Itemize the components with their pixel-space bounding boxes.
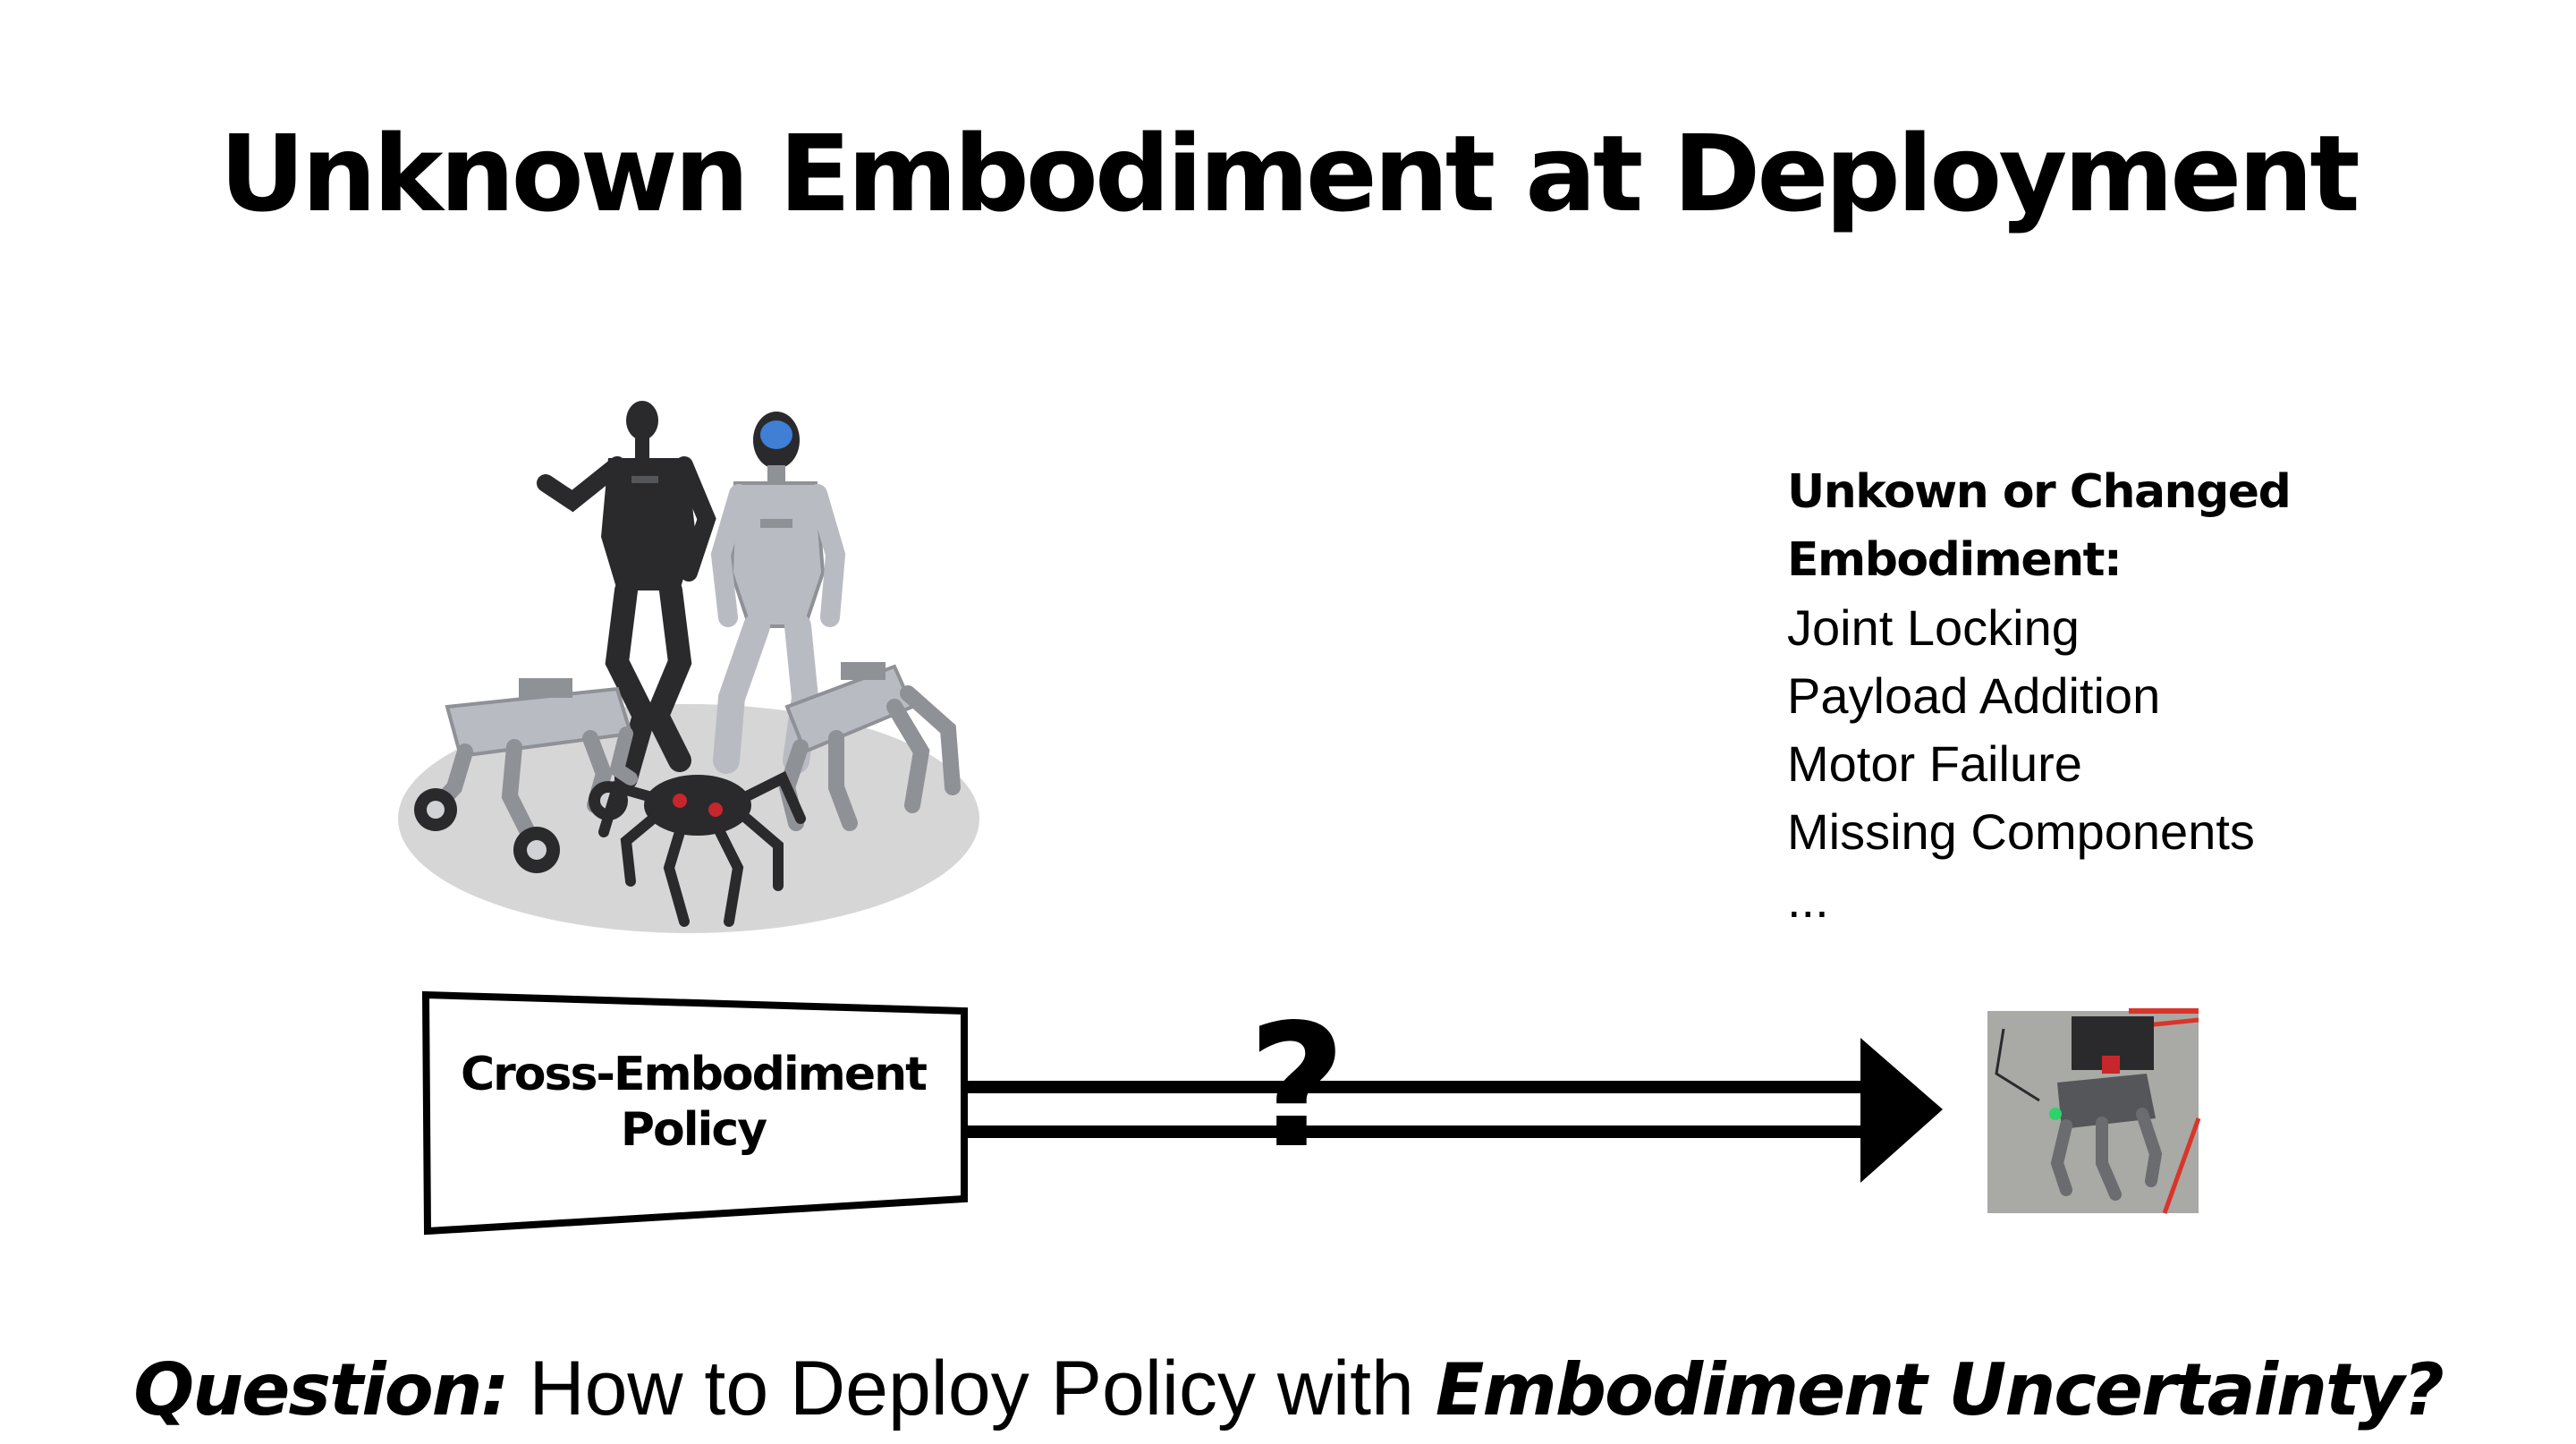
question-middle: How to Deploy Policy with [507, 1346, 1436, 1431]
policy-box [421, 990, 968, 1236]
embodiment-changes-panel: Unkown or Changed Embodiment: Joint Lock… [1787, 458, 2413, 934]
question-mark: ? [1247, 988, 1347, 1185]
policy-label-line1: Cross-Embodiment [460, 1048, 928, 1101]
arrow-head [1860, 1038, 1943, 1183]
question-lead: Question: [133, 1348, 509, 1431]
question-emphasis: Embodiment Uncertainty? [1435, 1348, 2445, 1431]
changes-list: Joint Locking Payload Addition Motor Fai… [1787, 594, 2413, 934]
robot-fleet-image [398, 401, 979, 933]
change-item-missing-components: Missing Components [1787, 803, 2255, 860]
policy-label: Cross-Embodiment Policy [429, 1047, 957, 1158]
change-item-motor-failure: Motor Failure [1787, 735, 2082, 792]
slide-title: Unknown Embodiment at Deployment [219, 112, 2360, 235]
change-item-ellipsis: ... [1787, 871, 1829, 928]
hexapod-robot [598, 770, 806, 927]
policy-label-line2: Policy [620, 1103, 767, 1157]
humanoid-dark-robot [537, 401, 716, 790]
change-item-joint-locking: Joint Locking [1787, 599, 2080, 656]
wheeled-quadruped-robot [414, 678, 638, 873]
changes-heading-line2: Embodiment: [1787, 533, 2123, 587]
humanoid-silver-robot [710, 412, 846, 774]
legged-quadruped-robot [778, 662, 961, 831]
deployed-robot-photo [1987, 1008, 2201, 1214]
change-item-payload-addition: Payload Addition [1787, 667, 2161, 724]
question-line: Question: How to Deploy Policy with Embo… [0, 1346, 2576, 1431]
changes-heading-line1: Unkown or Changed [1787, 465, 2292, 519]
